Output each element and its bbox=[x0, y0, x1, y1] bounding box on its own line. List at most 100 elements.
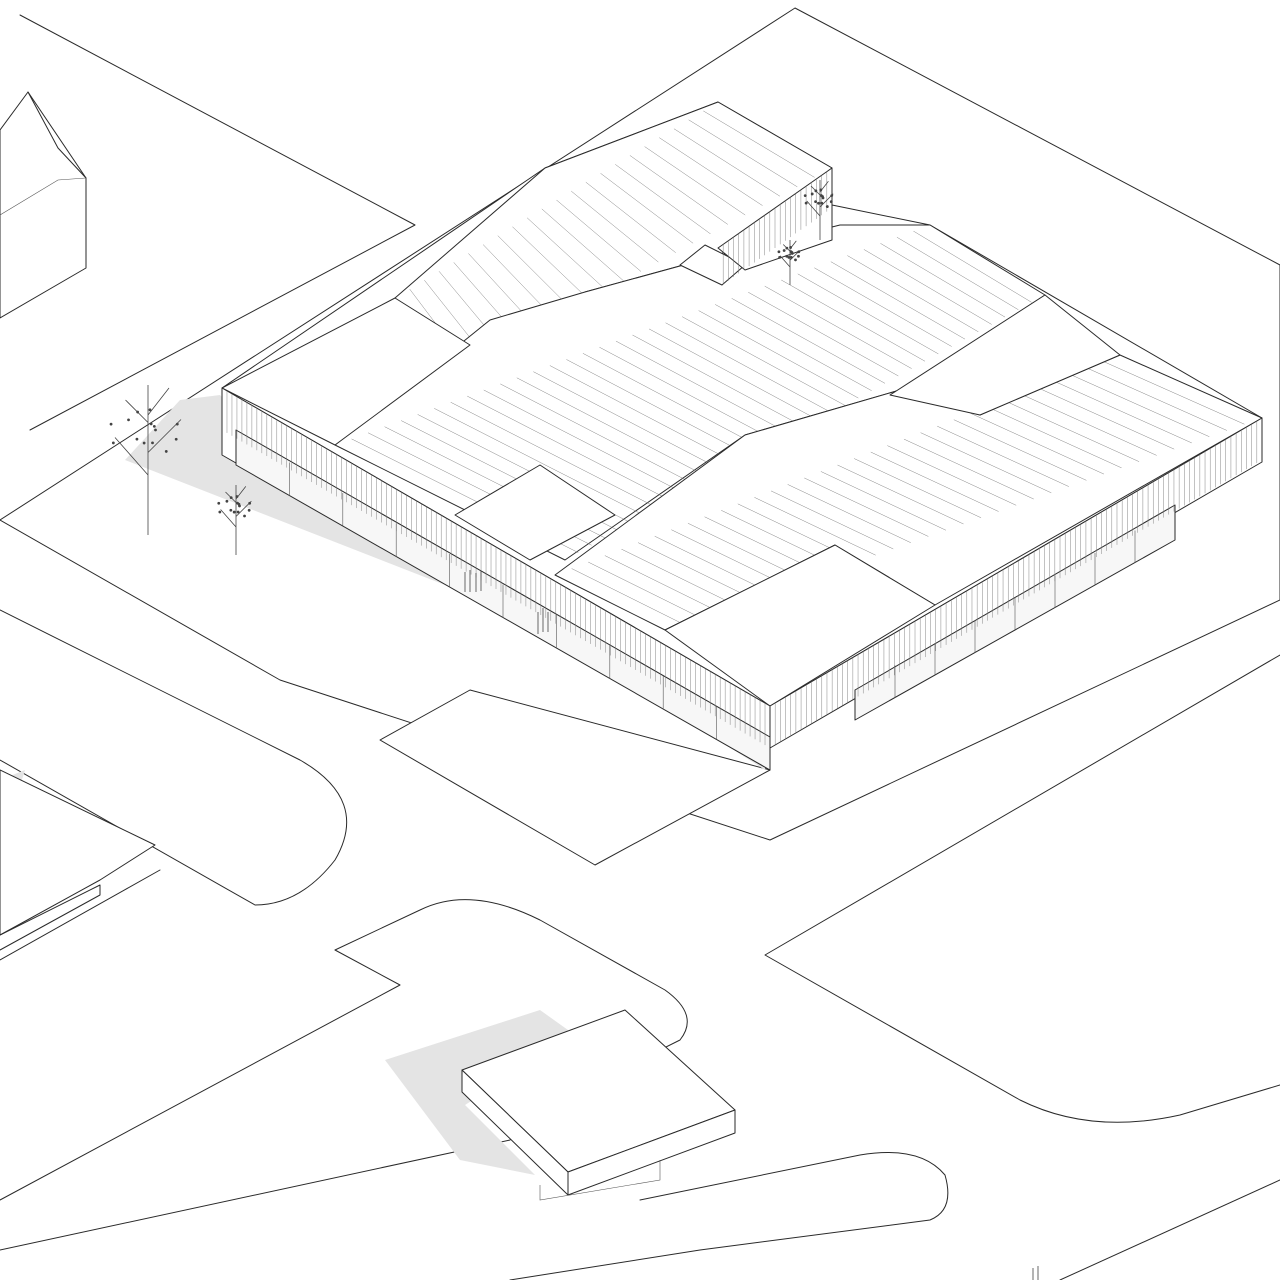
tree-leaf bbox=[151, 441, 154, 445]
roof-seam bbox=[986, 406, 1122, 469]
roof-seam bbox=[830, 261, 966, 340]
roof-seams-central bbox=[351, 230, 1032, 553]
roof-seam bbox=[582, 353, 766, 450]
plot-south-strip bbox=[509, 1152, 949, 1280]
tree-leaf bbox=[789, 250, 793, 254]
tree-leaf bbox=[810, 192, 814, 196]
tree-leaf bbox=[820, 201, 824, 205]
tree-leaf bbox=[148, 408, 152, 412]
tree-leaf bbox=[236, 501, 239, 505]
roof-seam bbox=[804, 477, 929, 537]
roof-seam bbox=[637, 542, 753, 600]
tree-leaf bbox=[814, 189, 818, 193]
tree-branches bbox=[114, 385, 182, 535]
tree-branches bbox=[220, 485, 252, 555]
roof-central bbox=[334, 224, 1046, 561]
people-group-entrance bbox=[537, 608, 549, 634]
tree-leaf bbox=[229, 496, 233, 500]
tree-leaf bbox=[243, 514, 246, 518]
neighbour-building-west bbox=[0, 769, 156, 951]
school-building bbox=[221, 101, 1263, 771]
roof-seam bbox=[896, 237, 1019, 310]
roof-seam bbox=[632, 334, 806, 428]
roof-seam bbox=[920, 432, 1052, 494]
tree-leaf bbox=[785, 254, 789, 258]
tree-leaf bbox=[248, 501, 252, 505]
plot-central-island bbox=[0, 899, 688, 1251]
roof-seam bbox=[913, 230, 1032, 303]
roof-seam bbox=[621, 548, 736, 606]
roof-seam bbox=[556, 199, 642, 272]
roof-seam bbox=[483, 389, 686, 494]
plot-southeast bbox=[764, 654, 1280, 1123]
roof-seam bbox=[500, 383, 699, 487]
site-plots bbox=[0, 7, 1280, 1280]
tree-leaf bbox=[136, 410, 140, 414]
tree-leaf bbox=[218, 510, 222, 514]
roof-seam bbox=[1020, 393, 1157, 456]
tree-leaf bbox=[794, 258, 797, 262]
tree-leaf bbox=[236, 510, 240, 514]
roof-seam bbox=[1003, 400, 1140, 462]
trees bbox=[109, 180, 834, 555]
roof-seam bbox=[797, 273, 939, 355]
flat-roof-patch-east bbox=[889, 294, 1121, 416]
tree-leaf bbox=[804, 201, 808, 205]
roof-seam bbox=[764, 285, 912, 369]
roof-seam bbox=[604, 555, 718, 612]
roof-seam bbox=[880, 243, 1006, 318]
roof-seam bbox=[571, 568, 683, 624]
roof-seam bbox=[585, 182, 676, 253]
tree-leaf bbox=[777, 250, 781, 254]
tree-leaf bbox=[814, 200, 817, 204]
roof-seam bbox=[516, 377, 712, 480]
curb-west bbox=[0, 609, 348, 906]
roof-seam bbox=[953, 419, 1087, 481]
tree-leaf bbox=[229, 508, 233, 512]
tree-leaf bbox=[825, 205, 829, 208]
tree-leaf bbox=[819, 188, 823, 192]
tree-branches bbox=[779, 240, 801, 285]
roof-seam bbox=[659, 137, 763, 206]
roof-seam bbox=[887, 445, 1017, 506]
tree-courtyard-north bbox=[803, 180, 834, 240]
roof-seam bbox=[1103, 361, 1245, 425]
plot-central-island-notch bbox=[0, 949, 401, 1201]
roof-seam bbox=[549, 365, 739, 465]
roof-seam bbox=[533, 371, 726, 472]
tree-leaf bbox=[782, 249, 786, 252]
tree-leaf bbox=[217, 501, 221, 505]
roof-seam bbox=[673, 128, 781, 197]
curb-southeast bbox=[1059, 1179, 1280, 1280]
roof-seam bbox=[688, 119, 798, 188]
roof-seam bbox=[671, 529, 789, 587]
roof-seam bbox=[467, 395, 672, 502]
neighbour-house-northwest bbox=[0, 91, 87, 319]
roof-seam bbox=[863, 249, 992, 325]
tree-leaf bbox=[111, 441, 115, 445]
roof-seam bbox=[837, 464, 964, 525]
facade-north-cladding bbox=[722, 171, 828, 285]
roof-seam bbox=[781, 279, 926, 362]
tree-west-large bbox=[109, 385, 182, 535]
tree-leaf bbox=[135, 437, 139, 441]
tree-leaf bbox=[778, 255, 782, 259]
flat-roof-patch-south bbox=[664, 544, 936, 707]
tree-leaf bbox=[154, 428, 157, 432]
roof-seam bbox=[770, 490, 894, 550]
tree-leaf bbox=[127, 418, 130, 422]
tree-leaf bbox=[149, 422, 153, 426]
roof-seam bbox=[970, 413, 1105, 475]
tree-leaf bbox=[829, 200, 833, 204]
roof-seam bbox=[1070, 374, 1210, 437]
tree-leaf bbox=[164, 450, 168, 453]
tree-courtyard-small bbox=[777, 240, 801, 285]
roof-seam bbox=[937, 425, 1069, 487]
tree-leaf bbox=[787, 256, 791, 259]
roof-seam bbox=[512, 226, 590, 300]
roof-seam bbox=[600, 173, 694, 244]
roof-seam bbox=[629, 155, 728, 225]
roof-seam bbox=[1053, 380, 1192, 444]
tree-leaf bbox=[174, 437, 178, 441]
